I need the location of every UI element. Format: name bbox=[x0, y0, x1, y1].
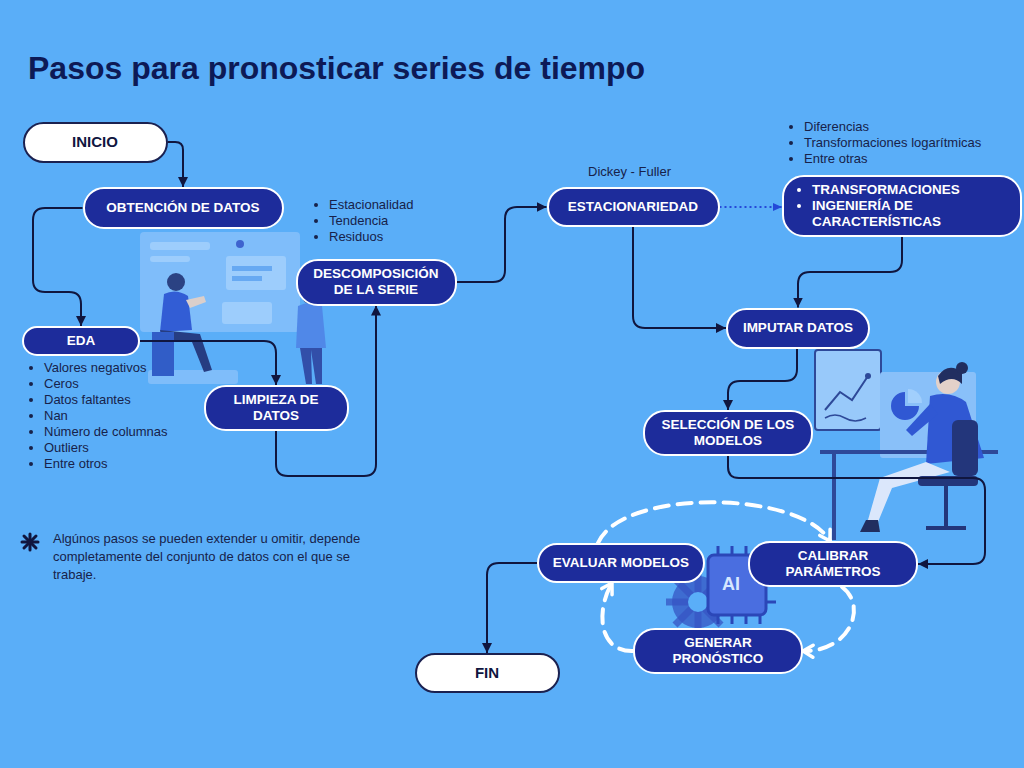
terminal-pill: INICIO bbox=[23, 122, 168, 163]
note-asterisk bbox=[22, 534, 38, 550]
flow-connector bbox=[487, 563, 537, 653]
flow-connector bbox=[168, 142, 184, 187]
cycle-arrow bbox=[803, 587, 854, 651]
node-text: ESTACIONARIEDAD bbox=[559, 199, 708, 215]
process-box: EVALUAR MODELOS bbox=[537, 543, 705, 583]
node-text: DESCOMPOSICIÓN DE LA SERIE bbox=[308, 266, 445, 298]
list-item: Diferencias bbox=[804, 119, 981, 135]
node-text: OBTENCIÓN DE DATOS bbox=[95, 200, 272, 216]
diagram-title: Pasos para pronosticar series de tiempo bbox=[28, 50, 645, 87]
flow-connector bbox=[633, 227, 726, 328]
list-item: Entre otros bbox=[44, 456, 168, 472]
list-item: Datos faltantes bbox=[44, 392, 168, 408]
process-box: TRANSFORMACIONESINGENIERÍA DE CARACTERÍS… bbox=[782, 175, 1022, 237]
node-text: INICIO bbox=[35, 133, 156, 151]
process-box: IMPUTAR DATOS bbox=[726, 308, 870, 349]
cycle-arrow bbox=[598, 502, 830, 543]
cycle-arrow bbox=[602, 583, 633, 651]
process-box: LIMPIEZA DE DATOS bbox=[204, 385, 349, 431]
node-text: INGENIERÍA DE CARACTERÍSTICAS bbox=[812, 198, 1010, 230]
list-item: Entre otras bbox=[804, 151, 981, 167]
bullet-list: DiferenciasTransformaciones logarítmicas… bbox=[790, 119, 981, 167]
flow-connector bbox=[798, 237, 902, 308]
node-text: IMPUTAR DATOS bbox=[738, 320, 858, 336]
node-text: TRANSFORMACIONES bbox=[812, 182, 1010, 198]
process-box: GENERAR PRONÓSTICO bbox=[633, 628, 803, 674]
list-item: Valores negativos bbox=[44, 360, 168, 376]
note-text: Algúnos pasos se pueden extender u omiti… bbox=[53, 530, 388, 584]
list-item: Número de columnas bbox=[44, 424, 168, 440]
dashboard-illustration bbox=[140, 232, 326, 384]
bullet-list: TRANSFORMACIONESINGENIERÍA DE CARACTERÍS… bbox=[794, 182, 1010, 230]
list-item: Tendencia bbox=[329, 213, 414, 229]
node-text: EDA bbox=[34, 333, 128, 349]
node-text: LIMPIEZA DE DATOS bbox=[216, 392, 337, 424]
flow-connector bbox=[33, 208, 83, 326]
node-text: FIN bbox=[427, 664, 548, 682]
flow-connector bbox=[720, 206, 783, 208]
analyst-illustration bbox=[815, 350, 998, 540]
process-box: EDA bbox=[22, 326, 140, 356]
list-item: Transformaciones logarítmicas bbox=[804, 135, 981, 151]
process-box: DESCOMPOSICIÓN DE LA SERIE bbox=[296, 259, 457, 306]
node-text: CALIBRAR PARÁMETROS bbox=[760, 548, 906, 580]
list-item: Outliers bbox=[44, 440, 168, 456]
chip-label: AI bbox=[722, 574, 740, 594]
list-item: Ceros bbox=[44, 376, 168, 392]
bullet-list: Valores negativosCerosDatos faltantesNan… bbox=[30, 360, 168, 472]
bullet-list: EstacionalidadTendenciaResiduos bbox=[315, 197, 414, 245]
process-box: SELECCIÓN DE LOS MODELOS bbox=[643, 410, 813, 456]
flow-connector bbox=[140, 341, 276, 385]
flow-connector bbox=[457, 207, 547, 282]
list-item: Nan bbox=[44, 408, 168, 424]
flow-connector bbox=[728, 349, 797, 411]
terminal-pill: FIN bbox=[415, 653, 560, 693]
list-item: Estacionalidad bbox=[329, 197, 414, 213]
node-text: GENERAR PRONÓSTICO bbox=[645, 635, 791, 667]
node-text: SELECCIÓN DE LOS MODELOS bbox=[655, 417, 801, 449]
test-label: Dickey - Fuller bbox=[588, 164, 671, 180]
process-box: CALIBRAR PARÁMETROS bbox=[748, 541, 918, 587]
process-box: OBTENCIÓN DE DATOS bbox=[83, 187, 284, 229]
process-box: ESTACIONARIEDAD bbox=[547, 187, 720, 227]
list-item: Residuos bbox=[329, 229, 414, 245]
node-text: EVALUAR MODELOS bbox=[549, 555, 693, 571]
